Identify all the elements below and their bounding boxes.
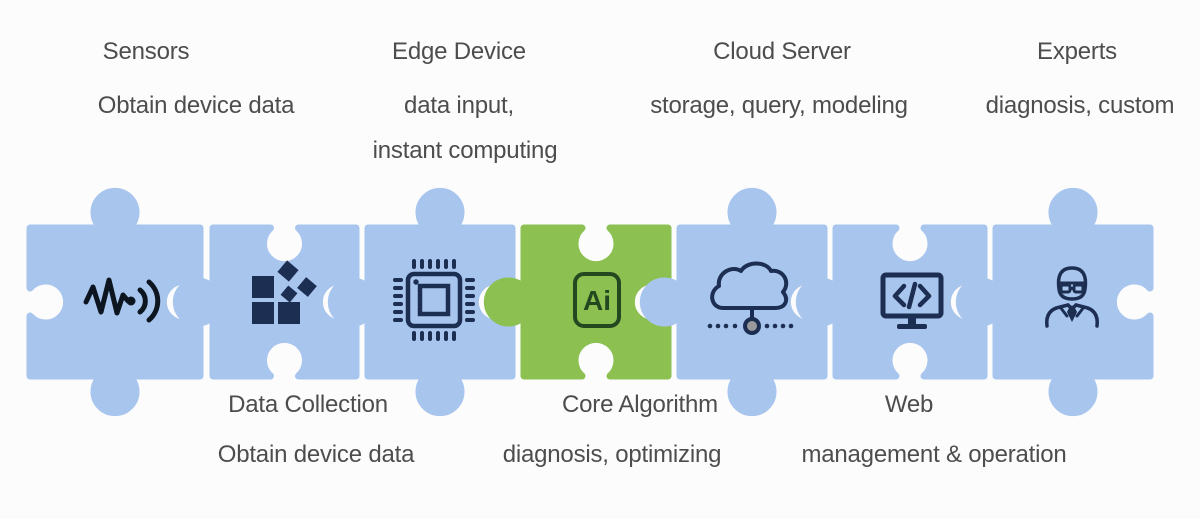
puzzle-piece-experts bbox=[955, 187, 1154, 417]
ai-label: Ai bbox=[583, 285, 611, 316]
puzzle-piece-cloud-server bbox=[639, 187, 828, 417]
data-blocks-icon bbox=[252, 260, 317, 324]
chip-icon bbox=[393, 259, 475, 341]
ai-chip-icon: Ai bbox=[573, 272, 621, 328]
cloud-icon bbox=[707, 261, 794, 335]
puzzle-piece-core-algorithm bbox=[483, 224, 672, 380]
vibration-signal-icon bbox=[83, 277, 161, 323]
puzzle-piece-web bbox=[795, 224, 988, 380]
web-monitor-icon bbox=[880, 272, 944, 329]
expert-icon bbox=[1045, 266, 1099, 328]
